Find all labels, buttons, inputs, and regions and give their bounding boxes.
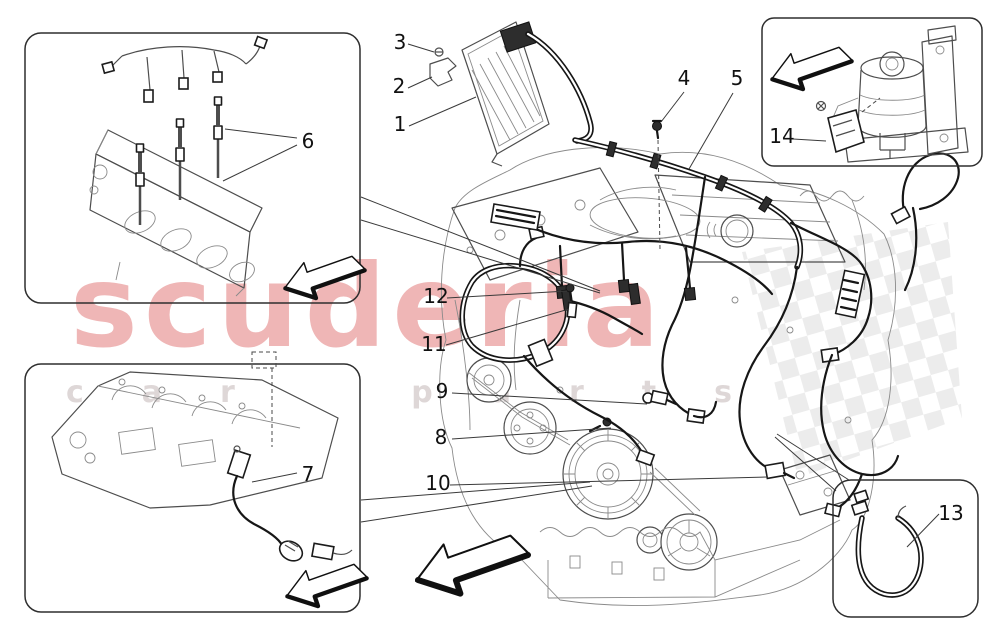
inset-box-cable [832, 479, 979, 618]
callout-6[interactable]: 6 [302, 129, 315, 153]
callout-1[interactable]: 1 [394, 112, 407, 136]
callout-8[interactable]: 8 [435, 425, 448, 449]
callout-3[interactable]: 3 [394, 30, 407, 54]
callout-7[interactable]: 7 [302, 462, 315, 486]
callout-10[interactable]: 10 [425, 471, 450, 495]
ecu-bracket-part [429, 47, 457, 87]
direction-arrow-icon [771, 47, 853, 89]
reservoir-inset-art [815, 25, 969, 163]
leader-lines [222, 43, 940, 548]
callout-2[interactable]: 2 [393, 74, 406, 98]
callout-5[interactable]: 5 [731, 66, 744, 90]
inset-box-glow-plugs [24, 32, 361, 304]
wiring-harness [459, 31, 960, 518]
callout-11[interactable]: 11 [421, 332, 446, 356]
callout-12[interactable]: 12 [423, 284, 448, 308]
checkered-flag-watermark [742, 222, 962, 478]
engine-illustration [439, 147, 896, 607]
ecu-module [461, 21, 550, 167]
callout-13[interactable]: 13 [938, 501, 963, 525]
direction-arrow-icon [416, 536, 530, 594]
callout-9[interactable]: 9 [436, 379, 449, 403]
callout-4[interactable]: 4 [678, 66, 691, 90]
crankcase-sensor-inset-art [51, 351, 353, 562]
inset-box-reservoir [761, 17, 983, 167]
callout-labels: 1 2 3 4 5 6 7 8 9 10 11 12 13 14 [302, 30, 964, 525]
inset-box-crankcase-sensor [24, 363, 361, 613]
watermark-subtitle-text: car parts [66, 375, 790, 410]
callout-14[interactable]: 14 [769, 124, 794, 148]
glow-plugs-inset-art [89, 35, 269, 297]
direction-arrow-icon [286, 564, 368, 606]
cable-inset-art [850, 489, 924, 598]
